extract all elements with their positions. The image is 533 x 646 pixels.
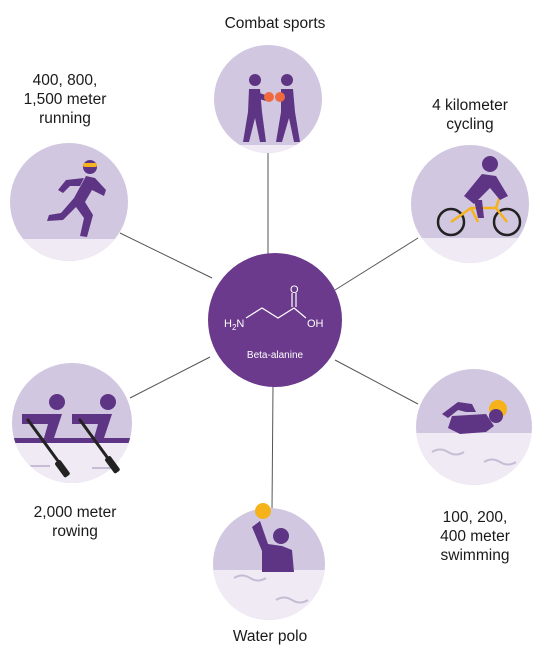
label-cycling: 4 kilometer cycling xyxy=(432,97,508,133)
label-water-polo: Water polo xyxy=(232,628,308,645)
rowing-node xyxy=(12,363,132,483)
label-running: 400, 800, 1,500 meter running xyxy=(23,72,107,127)
molecule-amine: H2N xyxy=(224,318,244,332)
connector-cycling xyxy=(334,237,419,291)
combat-sports-node xyxy=(214,45,322,153)
boxing-glove-icon xyxy=(264,92,274,102)
label-swimming: 100, 200, 400 meter swimming xyxy=(440,509,510,564)
boxing-glove-icon xyxy=(275,92,285,102)
swimming-node xyxy=(416,369,532,485)
connector-rowing xyxy=(129,356,211,399)
bicycle-icon xyxy=(436,195,522,237)
connector-lines xyxy=(119,150,419,511)
swimmer-icon xyxy=(442,402,494,434)
molecule-carbonyl-o: O xyxy=(290,284,299,296)
connector-water-polo xyxy=(271,385,274,511)
label-combat-sports: Combat sports xyxy=(224,15,326,32)
running-node xyxy=(10,143,128,261)
center-node: H2N O OH Beta-alanine xyxy=(208,253,342,387)
boat-icon xyxy=(12,438,132,443)
center-label: Beta-alanine xyxy=(247,350,304,361)
molecule-hydroxyl: OH xyxy=(307,318,324,330)
water-polo-node xyxy=(213,503,325,620)
cyclist-icon xyxy=(464,156,508,218)
label-rowing: 2,000 meter rowing xyxy=(33,504,117,540)
connector-running xyxy=(119,232,213,279)
headband-icon xyxy=(83,163,97,167)
cycling-node xyxy=(411,145,529,263)
water-polo-player-icon xyxy=(252,521,294,572)
connector-swimming xyxy=(334,359,419,405)
ball-icon xyxy=(255,503,271,519)
rowers-icon xyxy=(22,394,116,438)
molecule-structure xyxy=(245,293,307,319)
